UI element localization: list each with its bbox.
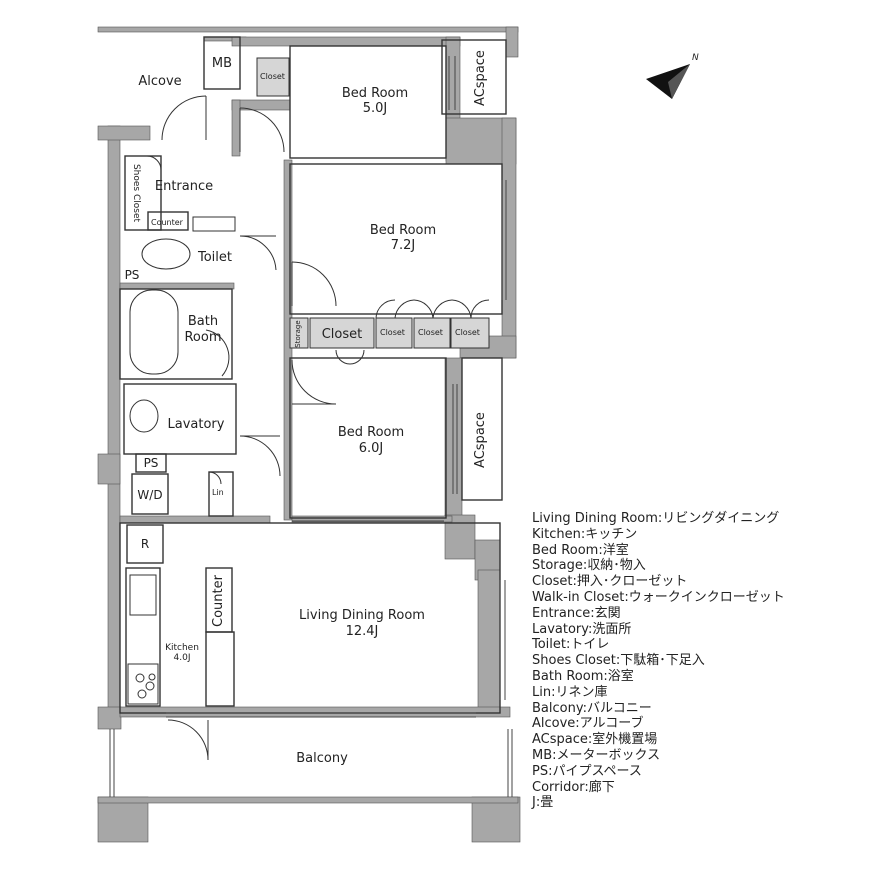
legend-item: Closet:押入･クローゼット	[532, 574, 688, 590]
legend-item: Corridor:廊下	[532, 779, 615, 795]
washer-dryer-label: W/D	[137, 488, 163, 502]
closet-a-label: Closet	[380, 328, 405, 337]
shoes-closet-label: Shoes Closet	[131, 163, 141, 223]
closet-c-label: Closet	[455, 328, 480, 337]
bed-room-2-size: 7.2J	[390, 238, 416, 253]
legend-item: Alcove:アルコーブ	[532, 716, 644, 732]
counter-small-label: Counter	[151, 218, 183, 227]
legend-item: J:畳	[532, 795, 554, 811]
toilet-label: Toilet	[197, 250, 232, 265]
legend-item: Bed Room:洋室	[532, 542, 629, 558]
legend-item: PS:パイプスペース	[532, 763, 642, 779]
closet-b-label: Closet	[418, 328, 443, 337]
door-swings	[146, 95, 490, 761]
meter-box-label: MB	[211, 56, 233, 71]
bed-room-1-name: Bed Room	[341, 86, 409, 101]
legend-item: Lavatory:洗面所	[532, 621, 632, 637]
legend-item: ACspace:室外機置場	[532, 732, 658, 748]
living-dining-room-name: Living Dining Room	[299, 608, 425, 623]
alcove-label: Alcove	[138, 74, 182, 89]
closet-top-label: Closet	[260, 72, 285, 81]
compass-north-label: N	[692, 53, 699, 63]
storage-label: Storage	[294, 320, 302, 348]
bath-room-label-line1: Bath	[187, 314, 219, 329]
bed-room-2-name: Bed Room	[369, 223, 437, 238]
windows	[109, 56, 513, 797]
compass: N	[646, 53, 699, 99]
bath-room-label-line2: Room	[184, 330, 222, 345]
bed-room-3-name: Bed Room	[337, 425, 405, 440]
pipe-space-1-label: PS	[124, 268, 140, 282]
pipe-space-2-label: PS	[143, 456, 159, 470]
legend-item: Shoes Closet:下駄箱･下足入	[532, 653, 705, 669]
legend: Living Dining Room:リビングダイニング Kitchen:キッチ…	[532, 511, 785, 811]
lavatory-label: Lavatory	[167, 417, 225, 432]
entrance-label: Entrance	[154, 179, 214, 194]
linen-label: Lin	[212, 488, 224, 497]
legend-item: MB:メーターボックス	[532, 747, 661, 763]
ac-space-top-label: ACspace	[473, 50, 488, 106]
legend-item: Balcony:バルコニー	[532, 700, 652, 716]
refrigerator-label: R	[140, 537, 150, 551]
legend-item: Toilet:トイレ	[532, 637, 610, 653]
kitchen-name: Kitchen	[165, 643, 199, 653]
legend-item: Walk-in Closet:ウォークインクローゼット	[532, 589, 785, 605]
kitchen-size: 4.0J	[173, 653, 191, 663]
counter-kitchen-label: Counter	[211, 575, 226, 627]
closet-main-label: Closet	[321, 327, 363, 342]
legend-item: Kitchen:キッチン	[532, 526, 638, 542]
balcony-label: Balcony	[296, 751, 348, 766]
legend-item: Entrance:玄関	[532, 605, 621, 621]
legend-item: Lin:リネン庫	[532, 684, 608, 700]
legend-item: Bath Room:浴室	[532, 668, 634, 684]
living-dining-room-size: 12.4J	[345, 624, 379, 639]
legend-item: Living Dining Room:リビングダイニング	[532, 511, 780, 526]
fixtures	[127, 57, 490, 705]
ac-space-mid-label: ACspace	[473, 412, 488, 468]
bed-room-3-size: 6.0J	[358, 441, 384, 456]
legend-item: Storage:収納･物入	[532, 558, 646, 574]
bed-room-1-size: 5.0J	[362, 101, 388, 116]
